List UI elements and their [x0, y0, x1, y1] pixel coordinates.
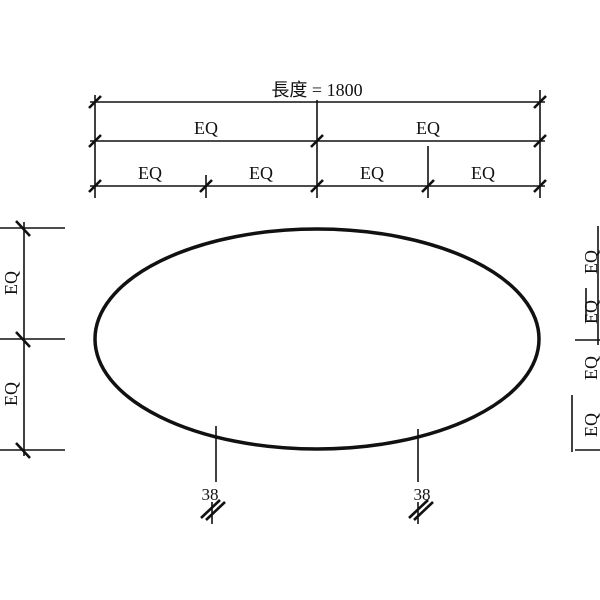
leader-label: 38 [414, 485, 431, 504]
eq-label: EQ [249, 163, 273, 183]
left-dimensions: EQ EQ [0, 220, 65, 459]
leader-left: 38 [200, 426, 226, 524]
eq-label: EQ [194, 118, 218, 138]
eq-label: EQ [581, 300, 600, 324]
eq-label: EQ [360, 163, 384, 183]
eq-label: EQ [471, 163, 495, 183]
leader-right: 38 [408, 429, 434, 524]
leader-label: 38 [202, 485, 219, 504]
eq-label: EQ [581, 413, 600, 437]
oval-outline [93, 227, 541, 451]
eq-label: EQ [138, 163, 162, 183]
right-dimensions: EQ EQ EQ EQ [571, 226, 600, 452]
top-dimensions: 長度 = 1800 EQ EQ EQ EQ EQ EQ [88, 78, 547, 198]
eq-label: EQ [1, 271, 21, 295]
eq-label: EQ [581, 356, 600, 380]
overall-length-label: 長度 = 1800 [271, 80, 362, 100]
eq-label: EQ [581, 250, 600, 274]
eq-label: EQ [416, 118, 440, 138]
eq-label: EQ [1, 382, 21, 406]
